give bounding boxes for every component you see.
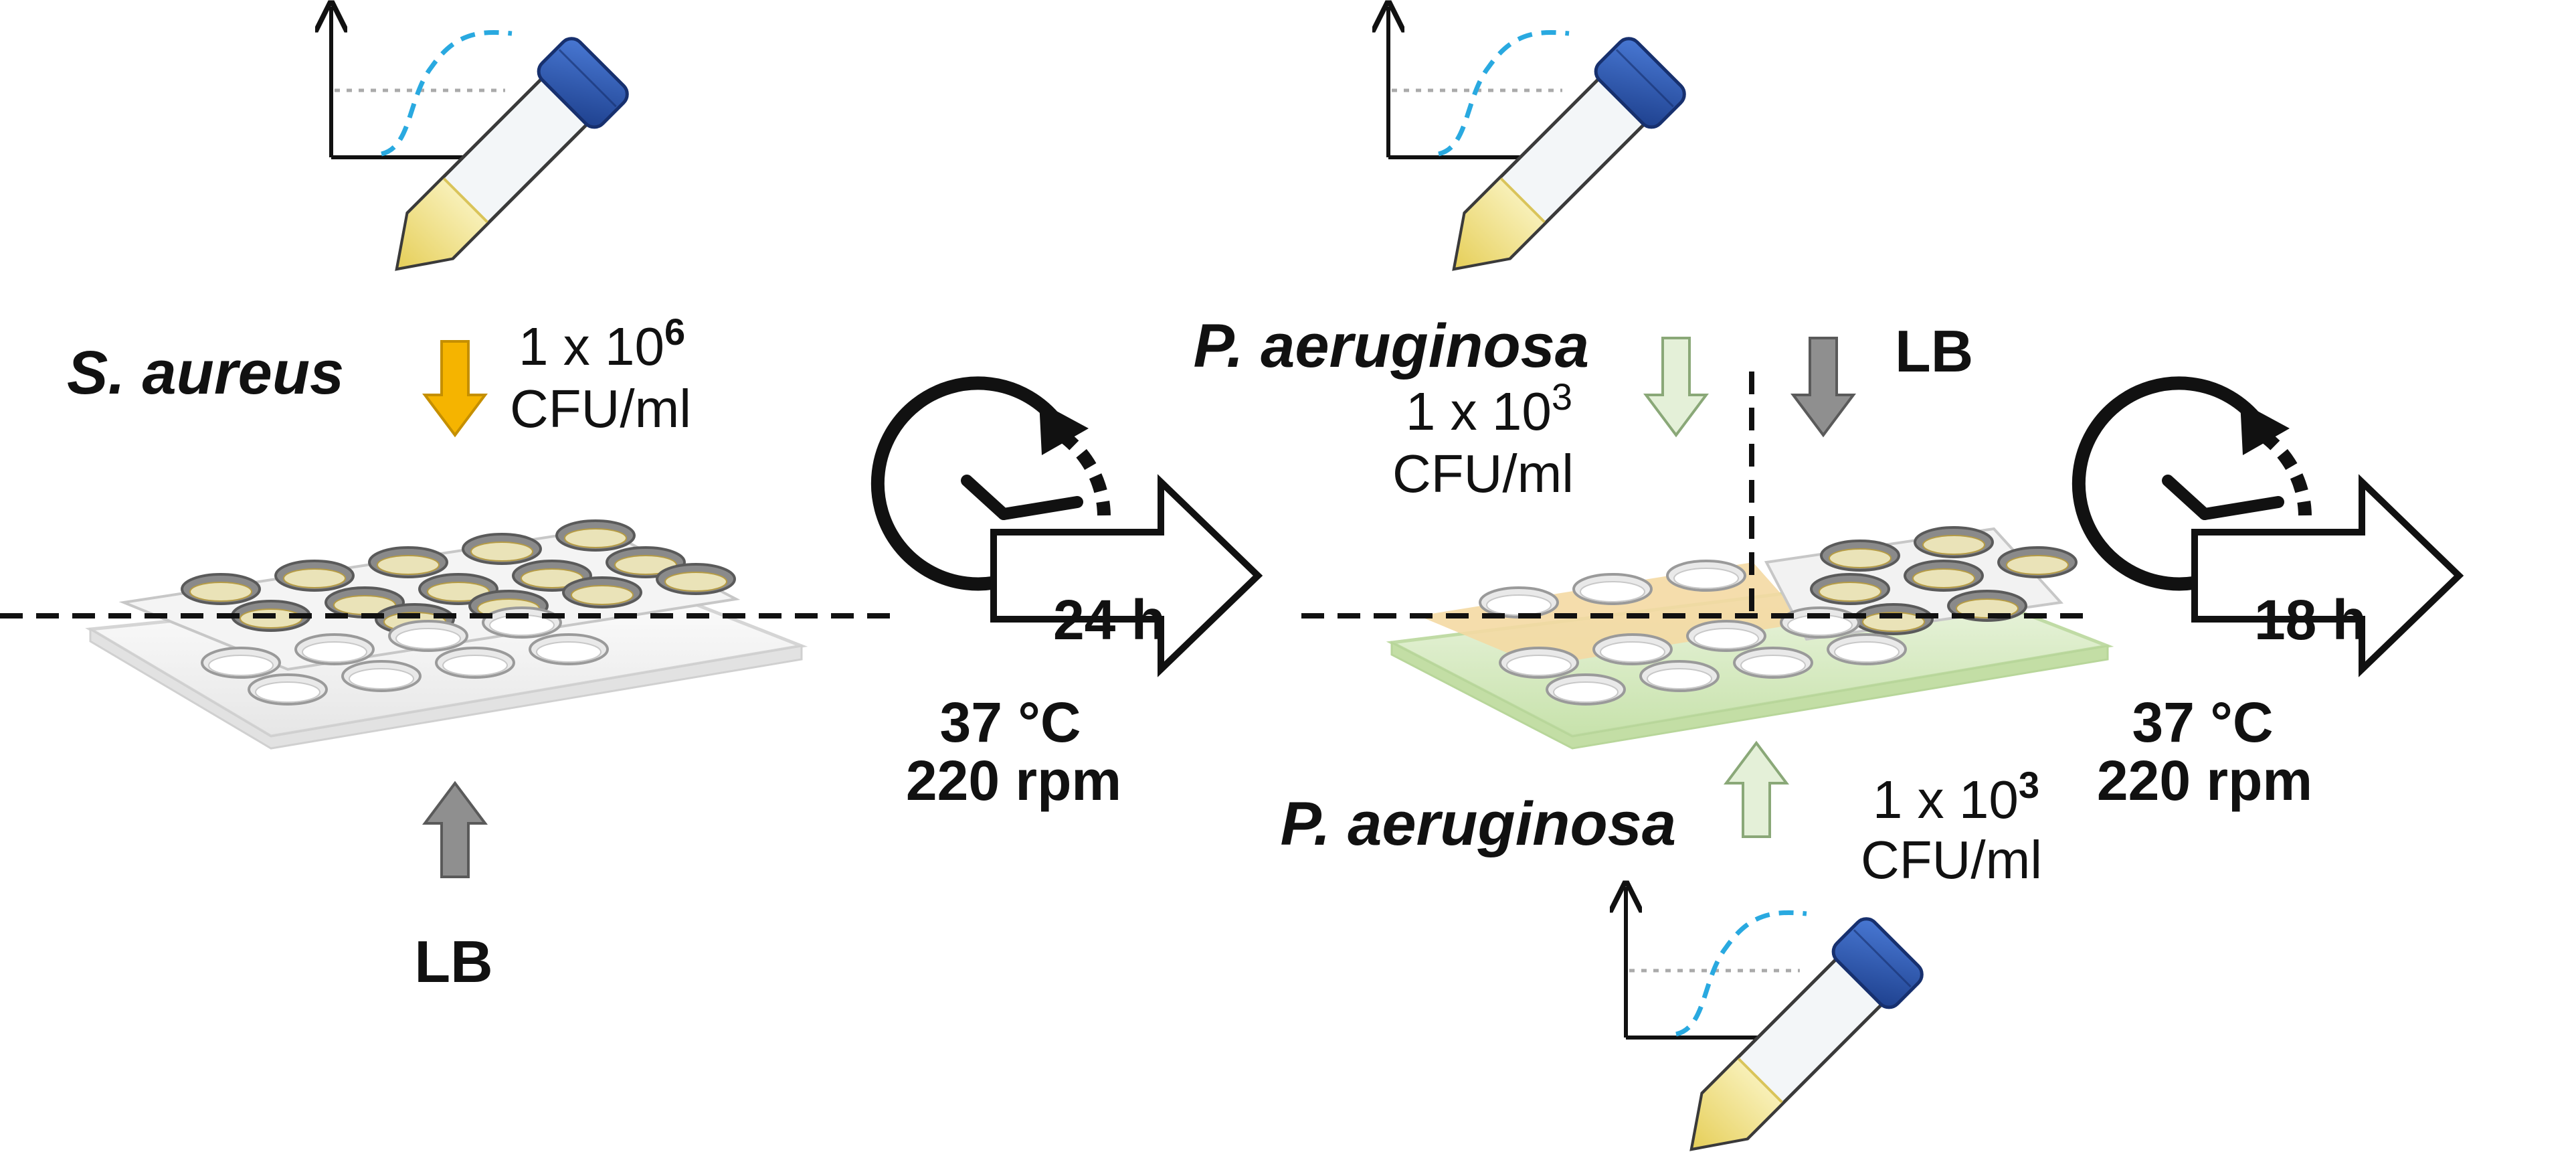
stage2-top-organism-label: P. aeruginosa <box>1194 312 1589 380</box>
stage1: S. aureus 1 x 106 CFU/ml LB 24 h 37 °C 2… <box>67 7 1258 995</box>
stage2-speed: 220 rpm <box>2097 749 2312 812</box>
well-plate-icon <box>85 519 808 750</box>
stage1-dose: 1 x 106 <box>519 311 685 376</box>
stage1-organism-label: S. aureus <box>67 339 344 407</box>
stage2-bottom-dose-unit: CFU/ml <box>1861 830 2042 890</box>
stage2-bottom-organism-label: P. aeruginosa <box>1281 790 1676 858</box>
stage1-dose-unit: CFU/ml <box>510 379 691 438</box>
stage1-temperature: 37 °C <box>939 691 1081 754</box>
stage2: P. aeruginosa 1 x 103 CFU/ml LB P. aerug… <box>1194 7 2459 1154</box>
culture-tube-icon <box>1388 7 1689 299</box>
stage1-speed: 220 rpm <box>906 749 1121 812</box>
stage2-temperature: 37 °C <box>2132 691 2273 754</box>
stage2-top-dose-unit: CFU/ml <box>1392 444 1574 503</box>
stage2-bottom-dose: 1 x 103 <box>1873 764 2039 829</box>
culture-tube-icon <box>331 7 632 299</box>
lb-arrow-icon <box>422 780 488 878</box>
p-aeruginosa-arrow-icon <box>1724 740 1789 838</box>
s-aureus-arrow-icon <box>422 340 488 438</box>
stage2-top-dose: 1 x 103 <box>1406 376 1572 441</box>
lb-arrow-icon <box>1790 337 1856 438</box>
culture-tube-icon <box>1626 887 1927 1154</box>
stage1-bottom-medium: LB <box>414 928 492 995</box>
stage2-time: 18 h <box>2254 588 2367 651</box>
stage2-top-medium: LB <box>1895 318 1973 384</box>
p-aeruginosa-arrow-icon <box>1643 337 1709 438</box>
stage1-time: 24 h <box>1053 588 1166 651</box>
